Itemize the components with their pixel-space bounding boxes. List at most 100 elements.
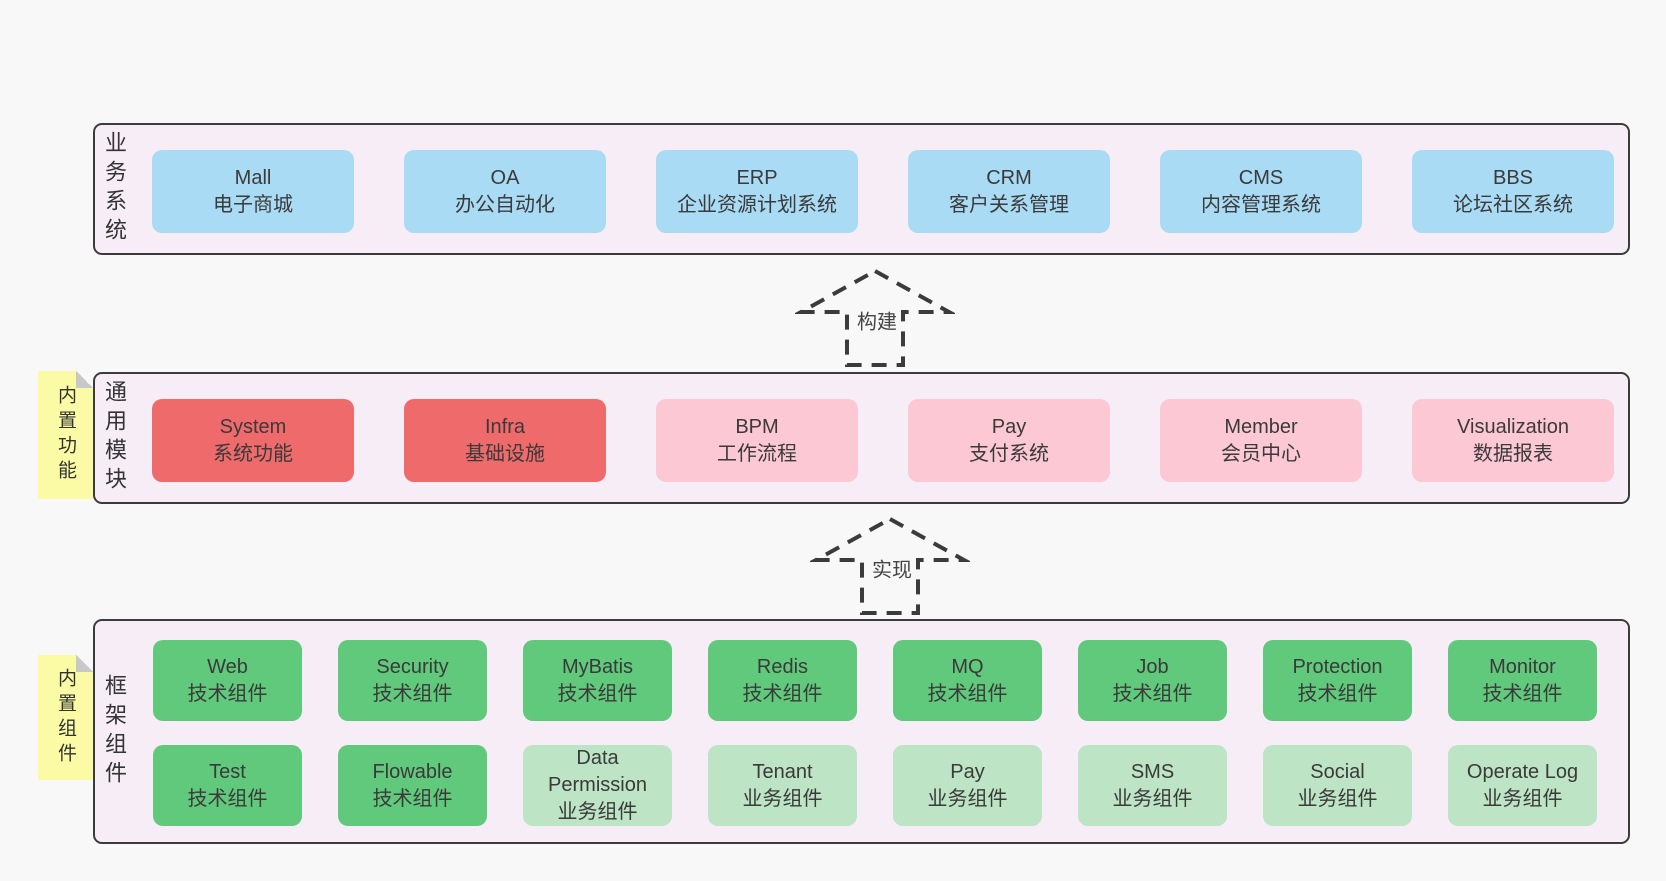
business-box-row: Mall 电子商城 OA 办公自动化 ERP 企业资源计划系统 CRM 客户关系… <box>152 150 1614 233</box>
box-mq: MQ 技术组件 <box>893 640 1042 721</box>
box-test: Test 技术组件 <box>153 745 302 826</box>
box-title: SMS <box>1130 760 1175 783</box>
box-title: Job <box>1136 655 1169 678</box>
box-cms: CMS 内容管理系统 <box>1160 150 1362 233</box>
box-subtitle: 系统功能 <box>213 442 293 465</box>
box-title: Pay <box>950 760 985 783</box>
box-title: BBS <box>1492 166 1534 189</box>
box-title: CMS <box>1238 166 1284 189</box>
box-monitor: Monitor 技术组件 <box>1448 640 1597 721</box>
box-title: Flowable <box>372 760 453 783</box>
box-title: MQ <box>951 655 984 678</box>
section-label-business: 业务系统 <box>102 131 127 247</box>
box-subtitle: 基础设施 <box>465 442 545 465</box>
box-subtitle: 业务组件 <box>1297 787 1378 810</box>
box-visualization: Visualization 数据报表 <box>1412 399 1614 482</box>
box-subtitle: 技术组件 <box>1297 682 1378 705</box>
box-subtitle: 技术组件 <box>557 682 638 705</box>
box-subtitle: 技术组件 <box>372 787 453 810</box>
box-subtitle: 会员中心 <box>1221 442 1301 465</box>
box-title: Infra <box>484 415 526 438</box>
section-common-modules: 通用模块 System 系统功能 Infra 基础设施 BPM 工作流程 Pay… <box>93 372 1630 504</box>
box-title: System <box>219 415 287 438</box>
box-title: Web <box>207 655 248 678</box>
box-web: Web 技术组件 <box>153 640 302 721</box>
box-subtitle: 业务组件 <box>557 801 638 823</box>
box-subtitle: 技术组件 <box>187 682 268 705</box>
box-security: Security 技术组件 <box>338 640 487 721</box>
box-social: Social 业务组件 <box>1263 745 1412 826</box>
box-title: BPM <box>735 415 779 438</box>
box-subtitle: 电子商城 <box>213 193 293 216</box>
box-title: Social <box>1310 760 1365 783</box>
box-title: MyBatis <box>561 655 634 678</box>
box-mybatis: MyBatis 技术组件 <box>523 640 672 721</box>
box-title: Member <box>1224 415 1298 438</box>
box-pay: Pay 支付系统 <box>908 399 1110 482</box>
box-erp: ERP 企业资源计划系统 <box>656 150 858 233</box>
box-bbs: BBS 论坛社区系统 <box>1412 150 1614 233</box>
box-job: Job 技术组件 <box>1078 640 1227 721</box>
box-subtitle: 办公自动化 <box>455 193 555 216</box>
section-framework-components: 框架组件 Web 技术组件 Security 技术组件 MyBatis 技术组件… <box>93 619 1630 844</box>
box-subtitle: 业务组件 <box>1112 787 1193 810</box>
box-title: Visualization <box>1457 415 1569 438</box>
components-box-row-2: Test 技术组件 Flowable 技术组件 Data Permission … <box>153 745 1597 826</box>
box-sms: SMS 业务组件 <box>1078 745 1227 826</box>
box-flowable: Flowable 技术组件 <box>338 745 487 826</box>
box-subtitle: 技术组件 <box>372 682 453 705</box>
box-subtitle: 内容管理系统 <box>1201 193 1321 216</box>
implement-arrow-icon <box>810 516 970 615</box>
note-builtin-components: 内置组件 <box>38 655 93 780</box>
box-title: Operate Log <box>1466 760 1579 783</box>
box-infra: Infra 基础设施 <box>404 399 606 482</box>
implement-arrow-label: 实现 <box>872 559 912 582</box>
box-title: Data Permission <box>548 747 647 796</box>
box-title: ERP <box>736 166 778 189</box>
box-title: Tenant <box>752 760 813 783</box>
box-subtitle: 工作流程 <box>717 442 797 465</box>
box-subtitle: 客户关系管理 <box>949 193 1069 216</box>
section-label-modules: 通用模块 <box>102 380 127 496</box>
box-subtitle: 技术组件 <box>1482 682 1563 705</box>
note-fold-corner <box>76 655 93 672</box>
box-protection: Protection 技术组件 <box>1263 640 1412 721</box>
box-bpm: BPM 工作流程 <box>656 399 858 482</box>
components-box-row-1: Web 技术组件 Security 技术组件 MyBatis 技术组件 Redi… <box>153 640 1597 721</box>
box-subtitle: 技术组件 <box>742 682 823 705</box>
build-arrow-label: 构建 <box>857 311 897 334</box>
box-title: Monitor <box>1489 655 1556 678</box>
box-subtitle: 业务组件 <box>742 787 823 810</box>
box-system: System 系统功能 <box>152 399 354 482</box>
box-crm: CRM 客户关系管理 <box>908 150 1110 233</box>
box-subtitle: 业务组件 <box>1482 787 1563 810</box>
note-label: 内置功能 <box>55 385 76 485</box>
box-title: CRM <box>986 166 1032 189</box>
section-label-components: 框架组件 <box>102 673 127 790</box>
box-title: Security <box>376 655 449 678</box>
box-redis: Redis 技术组件 <box>708 640 857 721</box>
box-tenant: Tenant 业务组件 <box>708 745 857 826</box>
box-subtitle: 支付系统 <box>969 442 1049 465</box>
box-oa: OA 办公自动化 <box>404 150 606 233</box>
box-subtitle: 技术组件 <box>927 682 1008 705</box>
box-subtitle: 技术组件 <box>187 787 268 810</box>
modules-box-row: System 系统功能 Infra 基础设施 BPM 工作流程 Pay 支付系统… <box>152 399 1614 482</box>
section-business-systems: 业务系统 Mall 电子商城 OA 办公自动化 ERP 企业资源计划系统 CRM… <box>93 123 1630 255</box>
box-data-permission: Data Permission 业务组件 <box>523 745 672 826</box>
build-arrow-icon <box>795 268 955 367</box>
box-mall: Mall 电子商城 <box>152 150 354 233</box>
note-label: 内置组件 <box>55 667 76 768</box>
box-pay-biz: Pay 业务组件 <box>893 745 1042 826</box>
box-subtitle: 业务组件 <box>927 787 1008 810</box>
note-fold-corner <box>76 371 93 388</box>
note-builtin-features: 内置功能 <box>38 371 93 499</box>
box-member: Member 会员中心 <box>1160 399 1362 482</box>
box-subtitle: 数据报表 <box>1473 442 1553 465</box>
box-title: Pay <box>991 415 1027 438</box>
box-operate-log: Operate Log 业务组件 <box>1448 745 1597 826</box>
box-title: Redis <box>756 655 809 678</box>
box-subtitle: 论坛社区系统 <box>1453 193 1573 216</box>
box-title: Test <box>209 760 246 783</box>
box-subtitle: 企业资源计划系统 <box>677 193 837 216</box>
